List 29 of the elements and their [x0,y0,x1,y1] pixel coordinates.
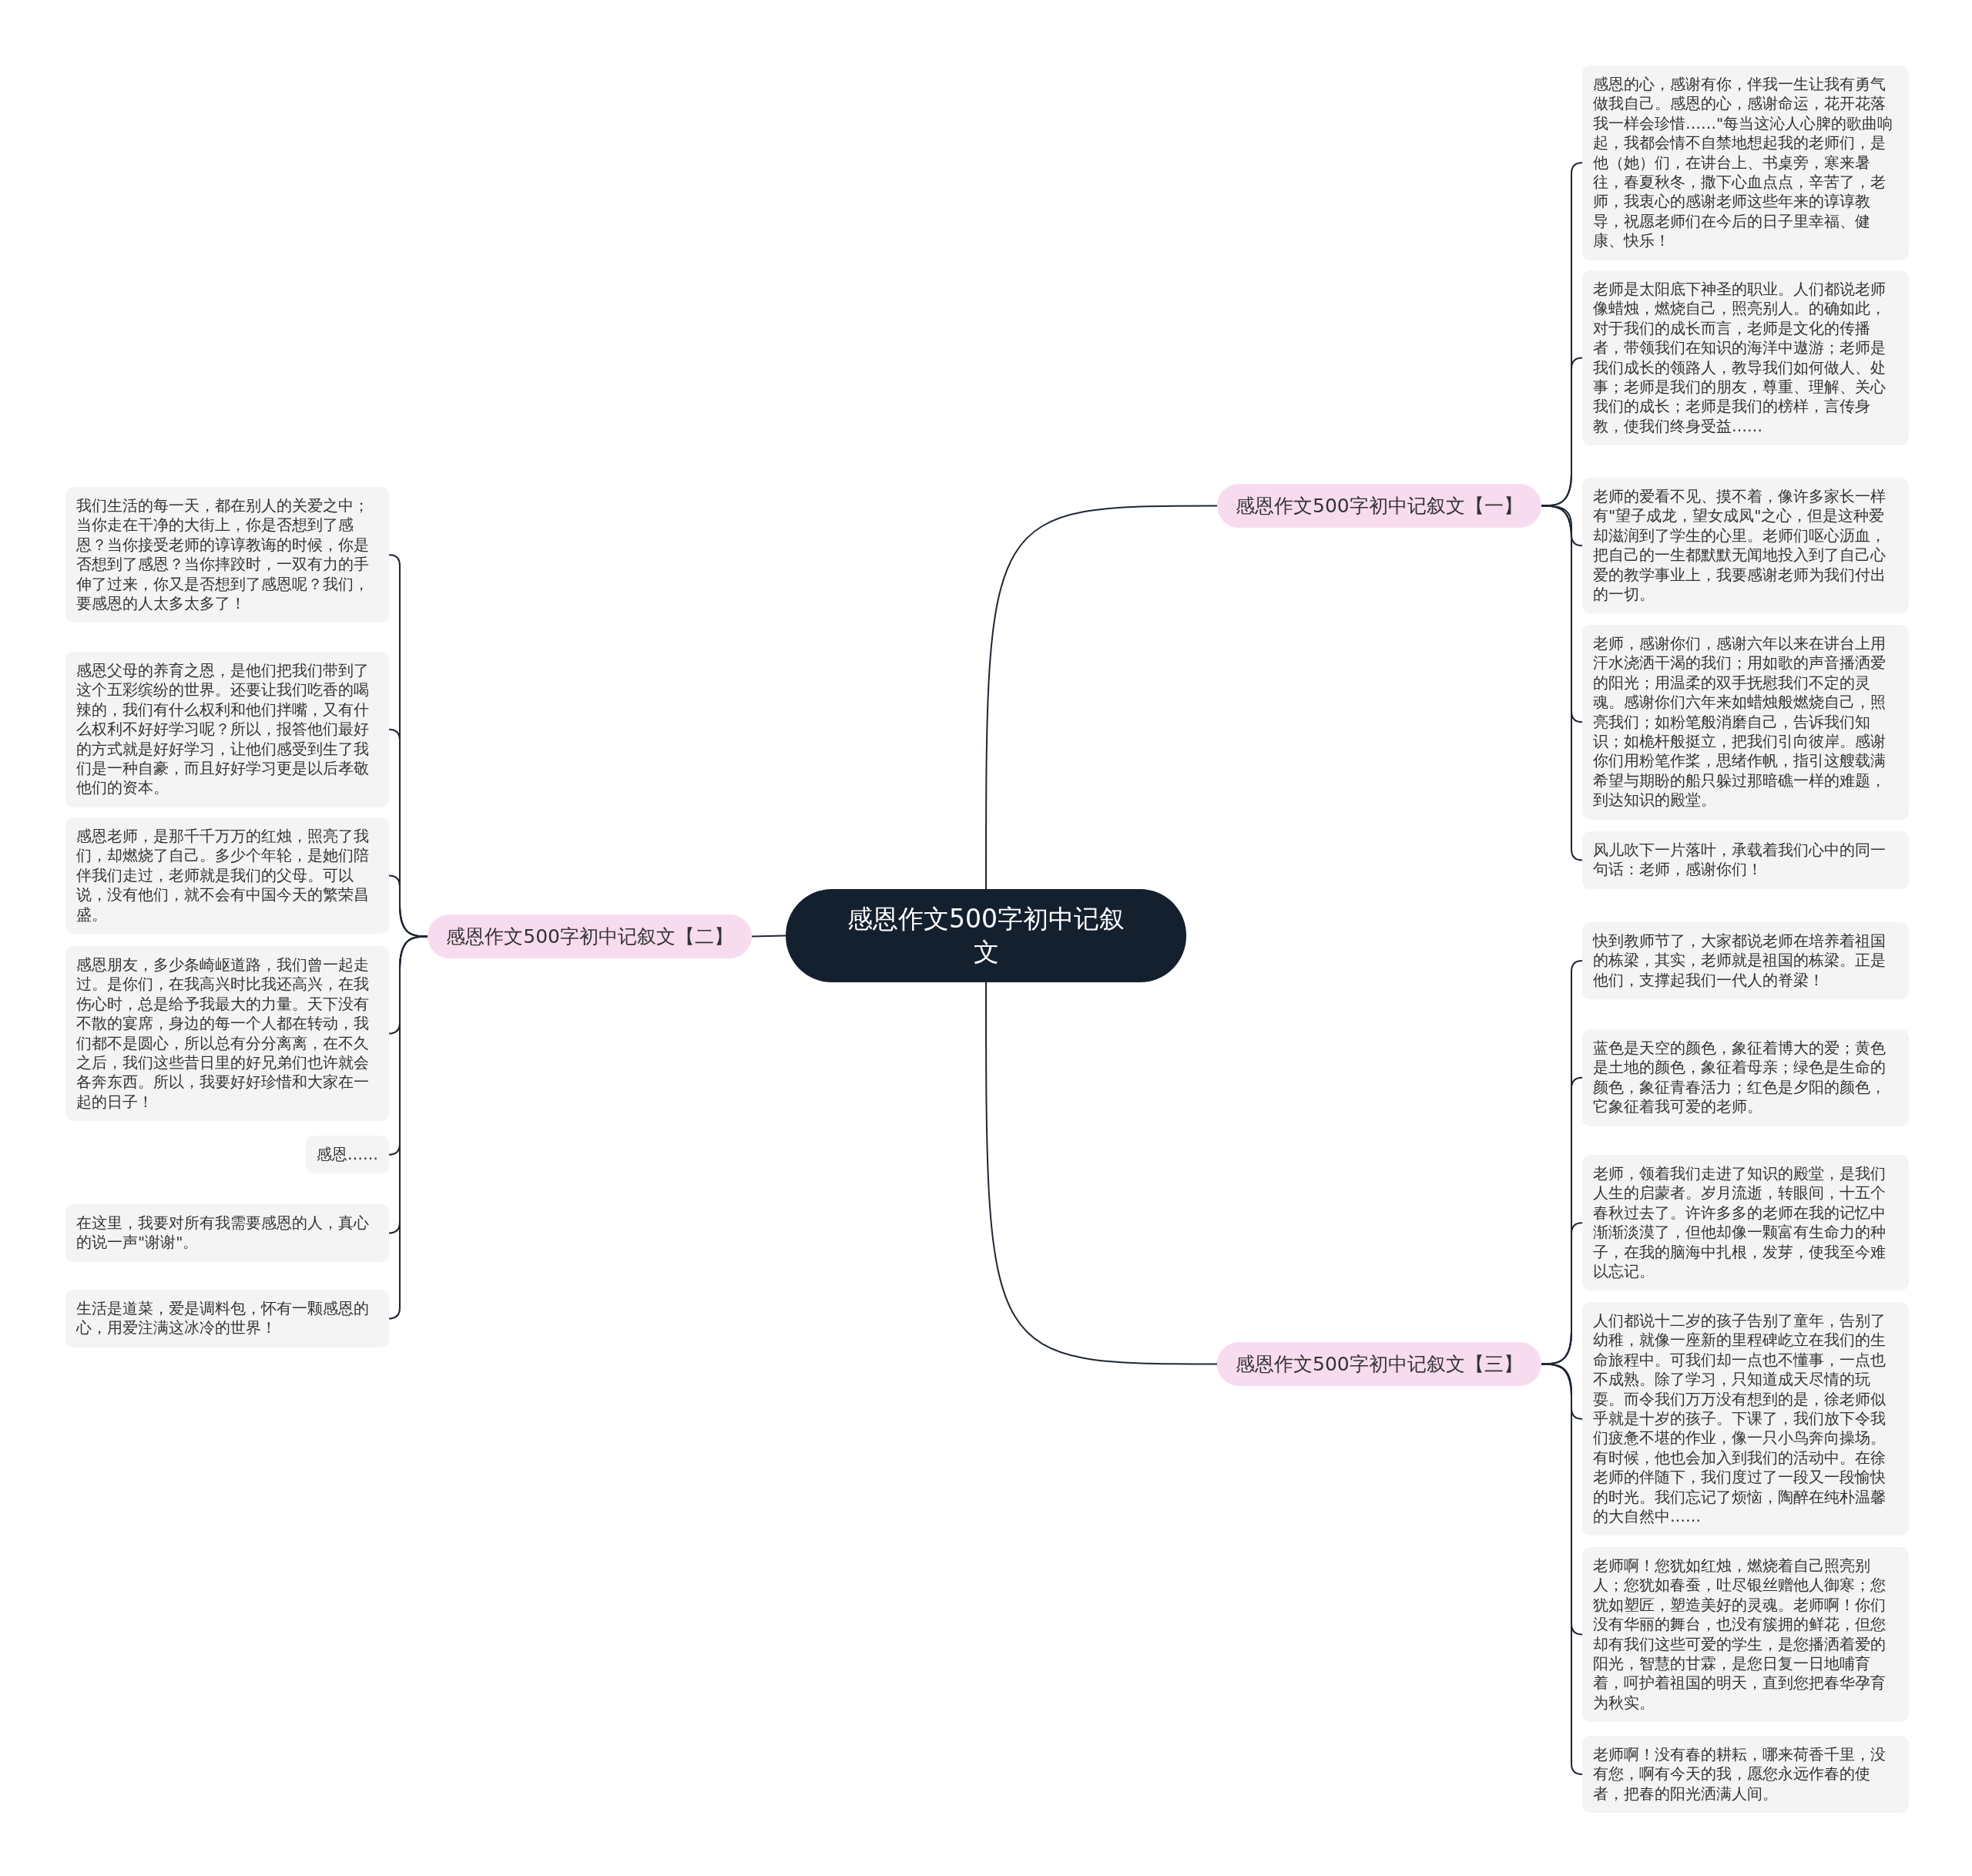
text-card: 感恩…… [306,1136,389,1174]
branch-topic: 感恩作文500字初中记叙文【一】 [1217,484,1541,528]
text-card: 感恩的心，感谢有你，伴我一生让我有勇气做我自己。感恩的心，感谢命运，花开花落我一样会珍惜……"每当这沁人心脾的歌曲响起，我都会情不自禁地想起我的老师们，是他（她）们，在讲台上、书桌旁，寒来暑往，春夏秋冬，撒下心血点点，辛苦了，老师，我衷心的感谢老师这些年来的谆谆教导，祝愿老师们在今后的日子里幸福、健康、快乐！ [1582,65,1909,260]
text-card: 生活是道菜，爱是调料包，怀有一颗感恩的心，用爱注满这冰冷的世界！ [65,1290,389,1347]
text-card: 老师的爱看不见、摸不着，像许多家长一样有"望子成龙，望女成凤"之心，但是这种爱却滋润到了学生的心里。老师们呕心沥血，把自己的一生都默默无闻地投入到了自己心爱的教学事业上，我要感谢老师为我们付出的一切。 [1582,478,1909,614]
text-card: 感恩朋友，多少条崎岖道路，我们曾一起走过。是你们，在我高兴时比我还高兴，在我伤心时，总是给予我最大的力量。天下没有不散的宴席，身边的每一个人都在转动，我们都不是圆心，所以总有分分离离，在不久之后，我们这些昔日里的好兄弟们也许就会各奔东西。所以，我要好好珍惜和大家在一起的日子！ [65,946,389,1122]
text-card: 人们都说十二岁的孩子告别了童年，告别了幼稚，就像一座新的里程碑屹立在我们的生命旅程中。可我们却一点也不懂事，一点也不成熟。除了学习，只知道成天尽情的玩耍。而令我们万万没有想到的是，徐老师似乎就是十岁的孩子。下课了，我们放下令我们疲惫不堪的作业，像一只小鸟奔向操场。有时候，他也会加入到我们的活动中。在徐老师的伴随下，我们度过了一段又一段愉快的时光。我们忘记了烦恼，陶醉在纯朴温馨的大自然中…… [1582,1302,1909,1536]
text-card: 老师啊！您犹如红烛，燃烧着自己照亮别人；您犹如春蚕，吐尽银丝赠他人御寒；您犹如塑匠，塑造美好的灵魂。老师啊！你们没有华丽的舞台，也没有簇拥的鲜花，但您却有我们这些可爱的学生，是您播洒着爱的阳光，智慧的甘霖，是您日复一日地哺育着，呵护着祖国的明天，直到您把春华孕育为秋实。 [1582,1547,1909,1723]
text-card: 快到教师节了，大家都说老师在培养着祖国的栋梁，其实，老师就是祖国的栋梁。正是他们，支撑起我们一代人的脊梁！ [1582,922,1909,1000]
connector-line [985,505,1218,890]
text-card: 老师啊！没有春的耕耘，哪来荷香千里，没有您，啊有今天的我，愿您永远作春的使者，把春的阳光洒满人间。 [1582,1736,1909,1814]
text-card: 老师是太阳底下神圣的职业。人们都说老师像蜡烛，燃烧自己，照亮别人。的确如此，对于我们的成长而言，老师是文化的传播者，带领我们在知识的海洋中遨游；老师是我们成长的领路人，教导我们如何做人、处事；老师是我们的朋友，尊重、理解、关心我们的成长；老师是我们的榜样，言传身教，使我们终身受益…… [1582,270,1909,446]
connector-line [1540,1222,1583,1365]
text-card: 老师，感谢你们，感谢六年以来在讲台上用汗水浇洒干渴的我们；用如歌的声音播洒爱的阳光；用温柔的双手抚慰我们不定的灵魂。感谢你们六年来如蜡烛般燃烧自己，照亮我们；如粉笔般消磨自己，告诉我们知识；如桅杆般挺立，把我们引向彼岸。感谢你们用粉笔作桨，思绪作帆，指引这艘载满希望与期盼的船只躲过那暗礁一样的难题，到达知识的殿堂。 [1582,625,1909,820]
text-card: 感恩父母的养育之恩，是他们把我们带到了这个五彩缤纷的世界。还要让我们吃香的喝辣的，我们有什么权利和他们拌嘴，又有什么权利不好好学习呢？所以，报答他们最好的方式就是好好学习，让他们感受到生了我们是一种自豪，而且好好学习更是以后孝敬他们的资本。 [65,652,389,807]
connector-line [388,874,429,938]
text-card: 在这里，我要对所有我需要感恩的人，真心的说一声"谢谢"。 [65,1204,389,1262]
text-card: 老师，领着我们走进了知识的殿堂，是我们人生的启蒙者。岁月流逝，转眼间，十五个春秋过去了。许许多多的老师在我的记忆中渐渐淡漠了，但他却像一颗富有生命力的种子，在我的脑海中扎根，发芽，使我至今难以忘记。 [1582,1155,1909,1291]
central-topic: 感恩作文500字初中记叙文 [786,889,1186,982]
connector-line [1540,505,1583,861]
text-card: 风儿吹下一片落叶，承载着我们心中的同一句话：老师，感谢你们！ [1582,831,1909,889]
text-card: 我们生活的每一天，都在别人的关爱之中；当你走在干净的大街上，你是否想到了感恩？当你接受老师的谆谆教诲的时候，你是否想到了感恩？当你摔跤时，一双有力的手伸了过来，你又是否想到了感恩呢？我们，要感恩的人太多太多了！ [65,487,389,623]
branch-topic: 感恩作文500字初中记叙文【二】 [428,915,752,958]
connector-line [985,982,1218,1365]
text-card: 蓝色是天空的颜色，象征着博大的爱；黄色是土地的颜色，象征着母亲；绿色是生命的颜色，象征青春活力；红色是夕阳的颜色，它象征着我可爱的老师。 [1582,1029,1909,1126]
connector-line [1540,357,1583,507]
branch-topic: 感恩作文500字初中记叙文【三】 [1217,1342,1541,1386]
connector-line [751,935,786,938]
text-card: 感恩老师，是那千千万万的红烛，照亮了我们，却燃烧了自己。多少个年轮，是她们陪伴我们走过，老师就是我们的父母。可以说，没有他们，就不会有中国今天的繁荣昌盛。 [65,817,389,934]
